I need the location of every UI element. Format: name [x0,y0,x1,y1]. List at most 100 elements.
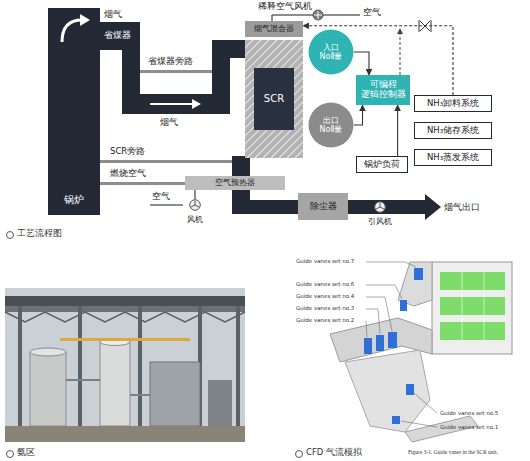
ammonia-area-photo [60,338,190,341]
control-signal [397,28,403,75]
catalyst-hatch [245,40,303,158]
ammonia-area-photo [208,380,232,426]
controller-box: 可编程 逻辑控制器 [356,75,410,105]
node-text: 出口 NoⅡ量 [312,116,350,134]
flue-duct [425,194,441,220]
control-signal [397,28,403,34]
ammonia-area-photo [100,342,130,426]
system-box: 锅炉负荷 [356,156,408,173]
callout-label: Guide vanes set no.5 [440,410,498,416]
catalyst-core [254,68,294,130]
bypass-line [150,204,183,206]
callout-label: Guide vanes set no.2 [296,317,354,323]
heater-box: 空气预热器 [185,176,285,190]
flow-label: 烟气 [160,117,178,127]
node-text: 空气预热器 [215,178,255,187]
bypass-line [194,190,196,199]
caption-icon [7,451,14,458]
dilution-air-line [272,10,360,21]
sensor-circle: 入口 NoⅡ量 [308,29,354,75]
flow-label: 烟气出口 [444,202,480,212]
ammonia-area-photo [5,288,245,442]
signal-connector [354,105,363,125]
catalyst-hatch [245,40,303,158]
bypass-line [100,160,232,163]
system-box: NH₃蒸发系统 [414,149,492,166]
node-text: NH₃蒸发系统 [427,153,479,163]
ammonia-area-photo [18,306,22,426]
boiler: 锅炉 [48,8,100,215]
collector-box: 除尘器 [298,193,348,220]
ammonia-area-photo [5,306,245,312]
flow-label: 空气 [152,192,170,202]
mixer-box: 烟气混合器 [245,21,303,37]
ammonia-area-photo [5,296,245,306]
fan-blade [376,203,384,210]
sensor-circle: 出口 NoⅡ量 [308,102,354,148]
fan-symbol: 引风机 [365,201,395,226]
ammonia-area-photo [5,426,245,442]
cfd-model [414,268,423,280]
callout-label: Guide vanes set no.1 [440,424,498,430]
callout-label: Guide vanes set no.6 [296,281,354,287]
flow-arrow [48,8,100,48]
bypass-label: 省煤器旁路 [148,57,193,67]
cfd-model [330,262,512,442]
bypass-line [140,70,212,73]
catalyst-hatch [295,40,303,158]
figure-caption: Figure 3-1. Guide vanes in the SCR unit. [408,449,498,455]
ammonia-area-photo [5,288,245,442]
figure-caption: CFD 气流模拟 [306,448,362,458]
ammonia-area-photo [78,306,82,426]
ammonia-area-photo [5,312,245,322]
dilution-air-line [318,11,319,19]
node-text: 可编程 逻辑控制器 [359,80,407,100]
flow-label: 空气 [363,8,381,18]
ammonia-area-photo [150,362,200,426]
catalyst-hatch [245,40,303,158]
cfd-model [376,335,384,351]
figure-caption: 氨区 [17,448,35,458]
node-text: SCR [264,93,284,105]
catalyst-hatch [247,40,303,158]
cfd-model [400,300,407,311]
catalyst-hatch [255,40,303,158]
node-text: 烟气混合器 [254,24,294,33]
leader-line [414,393,437,413]
flue-duct [100,22,441,220]
callout-label: Guide vanes set no.3 [296,305,354,311]
leader-line [366,309,380,334]
flow-label: 燃烧空气 [110,169,146,179]
leader-line [366,297,392,331]
flow-label: 烟气 [104,9,122,19]
ammonia-area-photo [30,352,66,426]
catalyst-hatch [245,40,303,158]
sensor-circle [309,103,354,148]
node-text: 风机 [187,215,203,224]
caption-icon [7,232,14,239]
flow-arrow [150,99,201,109]
catalyst-hatch [245,40,303,158]
figure-caption: 工艺流程图 [17,229,62,239]
scr-reactor: SCR [245,40,303,158]
cfd-model [406,384,414,395]
catalyst-hatch [245,40,293,158]
system-box: NH₃卸料系统 [414,95,492,112]
ammonia-area-photo [236,306,240,426]
cfd-model [398,262,432,306]
ammonia-area-photo [66,379,100,381]
fan-symbol [375,202,386,213]
node-text: 锅炉负荷 [364,160,400,170]
bypass-label: SCR旁路 [110,147,145,157]
bypass-line [100,182,185,185]
catalyst-hatch [245,40,303,158]
node-text: 除尘器 [310,202,337,212]
node-text: NH₃卸料系统 [427,99,479,109]
flow-arrow [192,99,201,109]
cfd-model [432,262,512,354]
cfd-model [462,272,463,340]
fan-symbol: 风机 [182,199,208,224]
cfd-model [440,322,505,340]
ammonia-area-photo [30,348,66,356]
